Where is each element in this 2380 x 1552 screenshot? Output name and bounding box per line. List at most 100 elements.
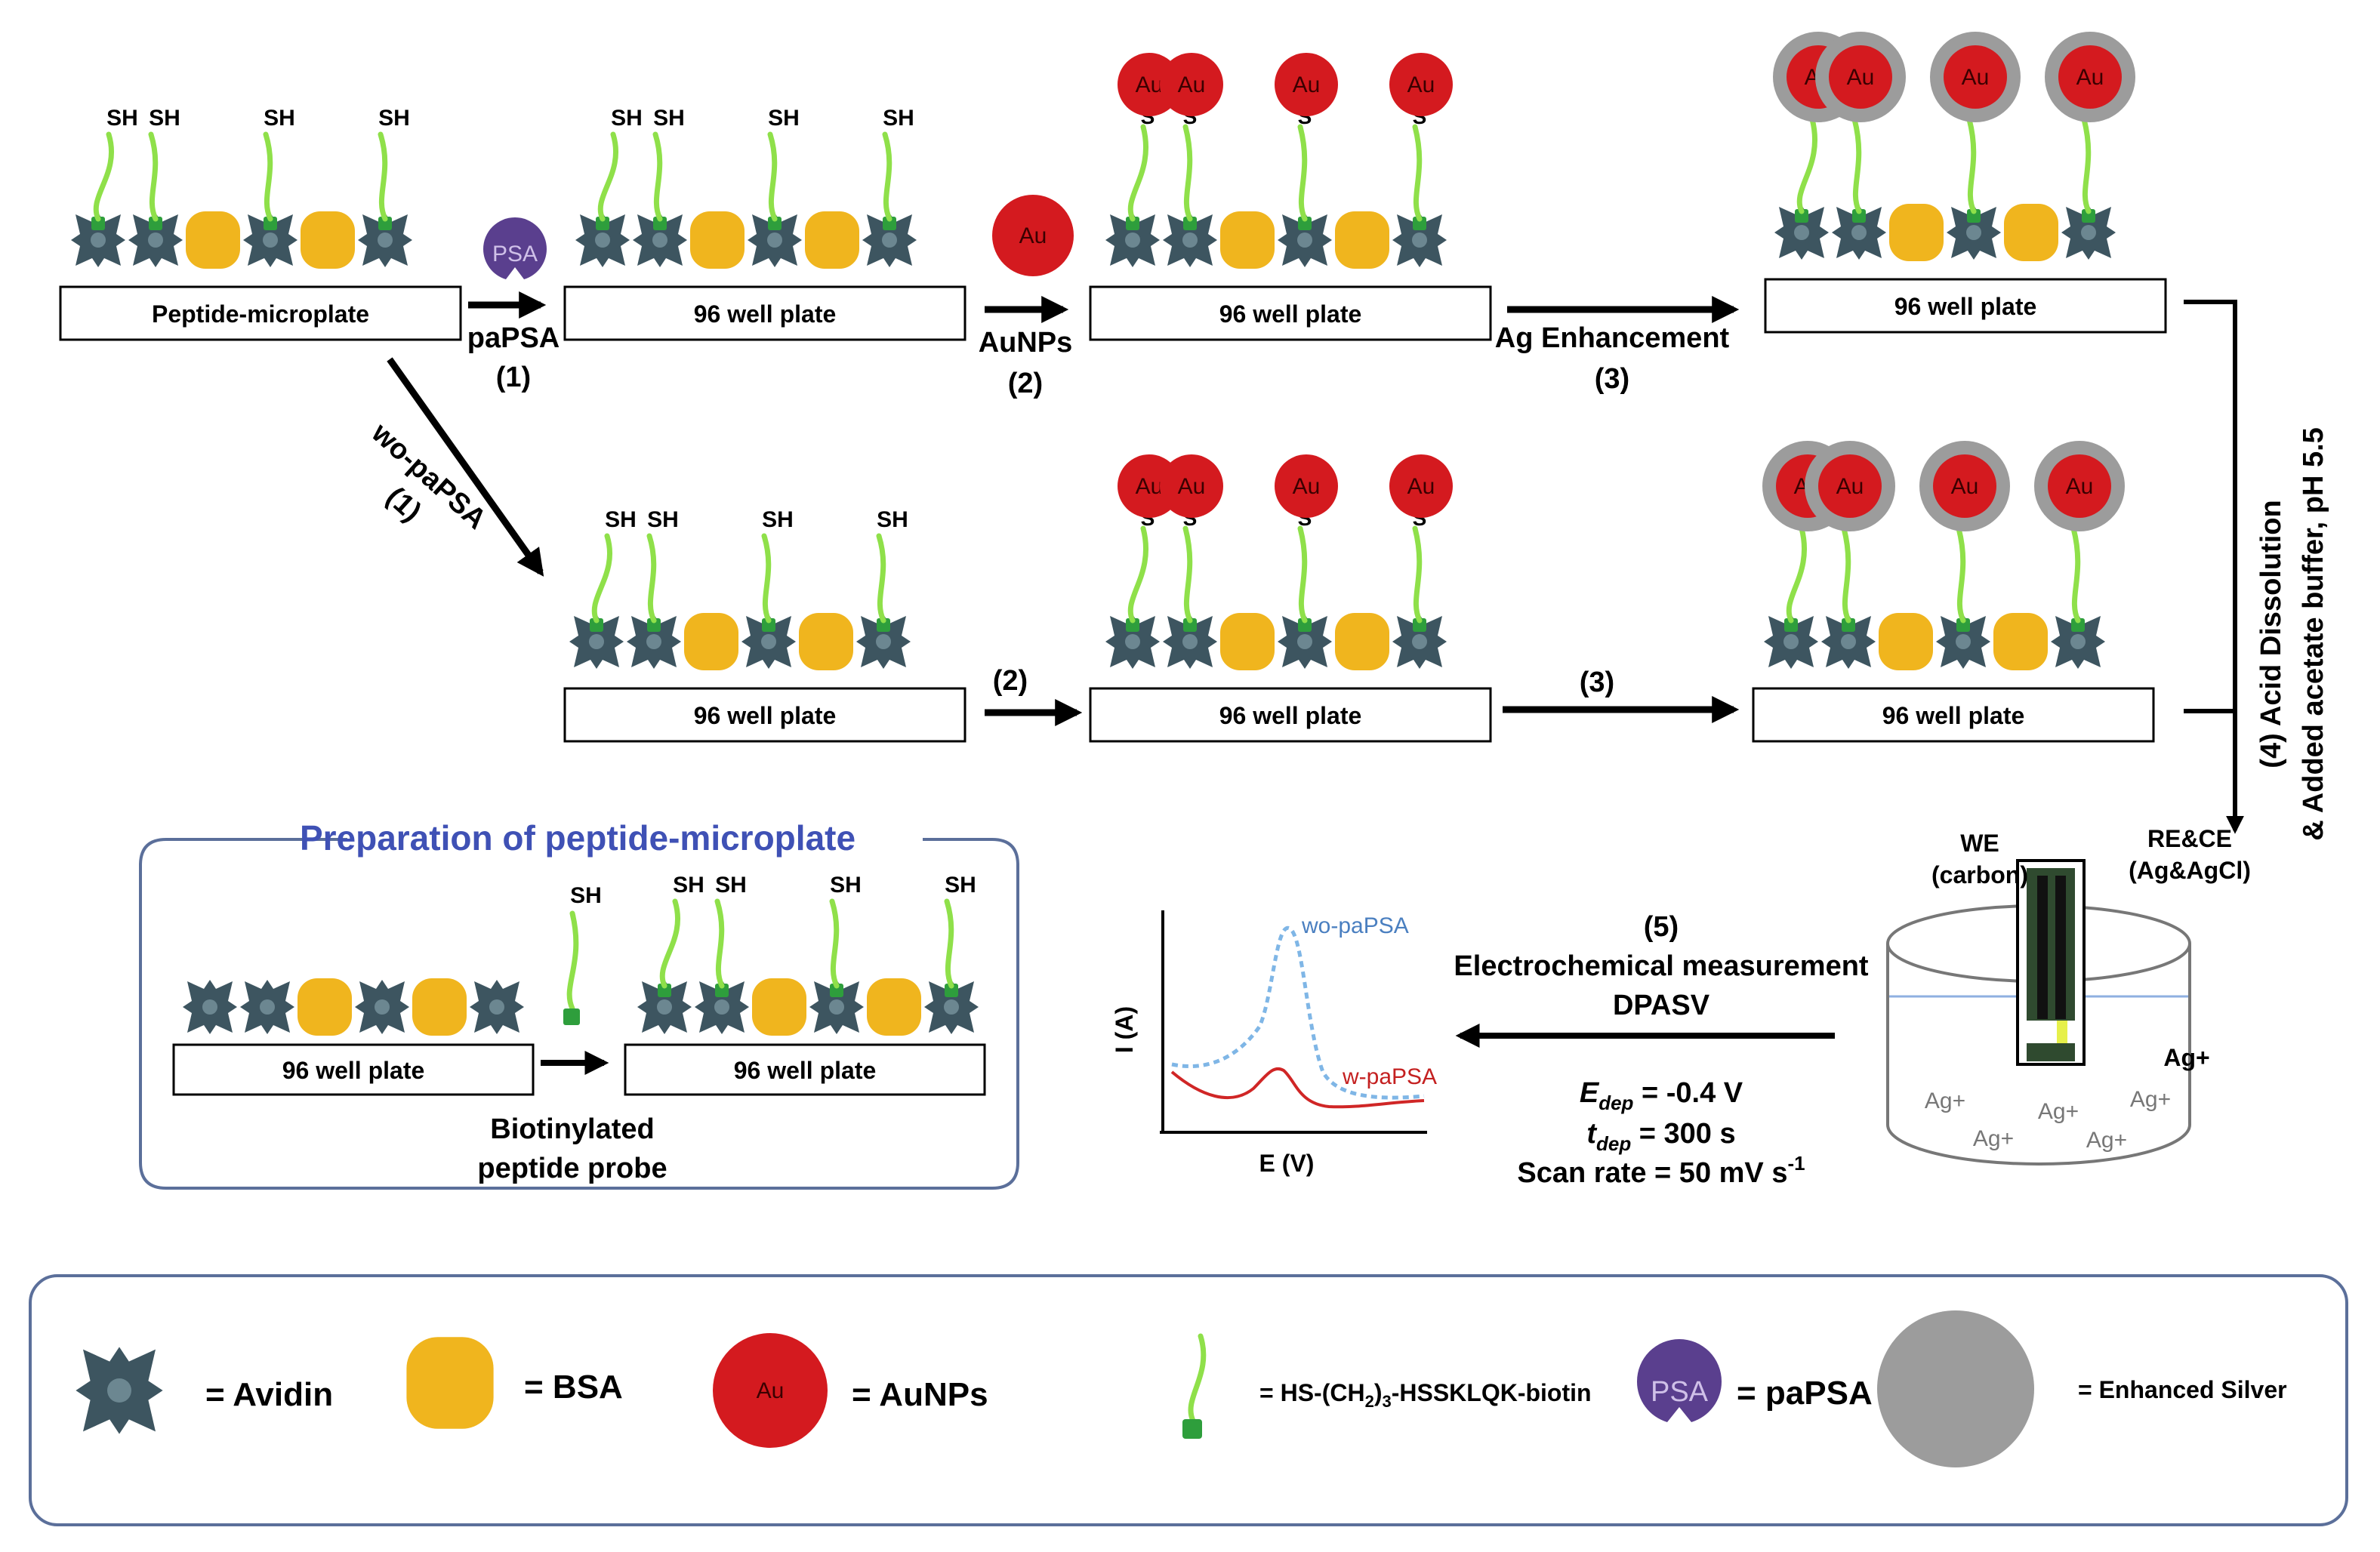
well-plate-label: 96 well plate <box>1882 702 2025 729</box>
step2-number: (2) <box>1008 368 1043 399</box>
peptide-strand <box>1127 525 1149 624</box>
biotin-icon <box>264 217 277 230</box>
legend-bsa-label: = BSA <box>524 1369 623 1406</box>
biotin-icon <box>658 984 671 997</box>
peptide-strand <box>1182 124 1193 222</box>
gold-nanoparticle <box>992 195 1074 276</box>
avidin-icon <box>1392 213 1447 267</box>
sh-group-label: SH <box>883 106 914 131</box>
avidin-center <box>589 634 604 649</box>
gold-nanoparticle <box>2048 454 2111 518</box>
biotin-icon <box>1956 618 1970 632</box>
peptide-strand <box>652 131 663 222</box>
avidin-icon <box>1278 614 1332 669</box>
biotin-icon <box>762 618 775 632</box>
avidin-center <box>2070 634 2086 649</box>
branch-step3-number: (3) <box>1580 667 1614 698</box>
bsa-icon <box>1879 613 1933 670</box>
bsa-icon <box>186 211 240 269</box>
peptide-strand <box>1412 124 1423 222</box>
avidin-icon <box>809 980 864 1034</box>
legend-biotin <box>1182 1419 1202 1439</box>
legend-silver-icon <box>1877 1310 2034 1467</box>
avidin-center <box>202 999 217 1015</box>
peptide-strand <box>714 898 725 989</box>
ag-ion-label: Ag+ <box>2038 1099 2079 1124</box>
gold-nanoparticle <box>1389 53 1453 116</box>
papsa-icon <box>483 217 547 279</box>
branch-step2-number: (2) <box>993 665 1028 697</box>
sh-group-label: SH <box>715 873 747 898</box>
peptide-strand <box>591 533 613 624</box>
avidin-center <box>91 232 106 248</box>
bsa-icon <box>684 613 738 670</box>
gold-nanoparticle <box>1160 454 1223 518</box>
avidin-icon <box>575 213 630 267</box>
gold-nanoparticle <box>1944 45 2007 109</box>
gold-nanoparticle <box>1160 53 1223 116</box>
avidin-center <box>2081 225 2096 240</box>
arrow-wo-papsa <box>387 357 544 577</box>
well-plate-label: 96 well plate <box>694 300 837 328</box>
avidin-center <box>652 232 667 248</box>
avidin-icon <box>243 213 298 267</box>
legend-silver-label: = Enhanced Silver <box>2078 1376 2287 1403</box>
step4-connector-top <box>2184 300 2237 820</box>
au-label: Au <box>1019 223 1047 248</box>
avidin-icon <box>1278 213 1332 267</box>
prep-title: Preparation of peptide-microplate <box>300 818 856 858</box>
avidin-center <box>1783 634 1799 649</box>
peptide-strand <box>93 131 115 222</box>
legend-papsa-label: = paPSA <box>1737 1375 1873 1412</box>
we-sub-label: (carbon) <box>1931 861 2028 888</box>
avidin-center <box>1794 225 1809 240</box>
biotin-icon <box>1967 209 1981 223</box>
peptide-strand <box>378 131 388 222</box>
gold-nanoparticle <box>1818 454 1882 518</box>
electrode-tip <box>2057 1021 2067 1043</box>
ag-ion-label: Ag+ <box>1973 1126 2014 1151</box>
avidin-icon <box>1392 614 1447 669</box>
free-probe-biotin <box>563 1008 580 1025</box>
avidin-center <box>375 999 390 1015</box>
biotin-icon <box>1413 217 1426 230</box>
gold-nanoparticle <box>2058 45 2122 109</box>
peptide-strand <box>597 131 619 222</box>
biotin-icon <box>768 217 782 230</box>
avidin-icon <box>2051 614 2105 669</box>
au-label: Au <box>1136 474 1164 499</box>
peptide-strand <box>148 131 159 222</box>
avidin-icon <box>1105 213 1160 267</box>
gold-nanoparticle <box>713 1333 828 1448</box>
gold-nanoparticle <box>1275 454 1338 518</box>
avidin-center <box>1412 232 1427 248</box>
peptide-strand <box>876 533 886 624</box>
deposition-potential: Edep = -0.4 V <box>1580 1077 1743 1114</box>
well-plate-label: Peptide-microplate <box>152 300 369 328</box>
bsa-icon <box>799 613 853 670</box>
au-label: Au <box>1407 72 1435 97</box>
voltammogram-ylabel: I (A) <box>1111 1006 1138 1053</box>
avidin-icon <box>695 980 749 1034</box>
avidin-icon <box>748 213 802 267</box>
biotin-icon <box>877 618 890 632</box>
peptide-strand <box>646 533 657 624</box>
peptide-strand <box>882 131 892 222</box>
peptide-strand <box>761 533 772 624</box>
avidin-icon <box>1163 614 1217 669</box>
avidin-icon <box>470 980 524 1034</box>
biotin-icon <box>653 217 667 230</box>
biotin-icon <box>1784 618 1798 632</box>
avidin-center <box>714 999 729 1015</box>
step4-label-line1: (4) Acid Dissolution <box>2255 500 2287 768</box>
sh-group-label: SH <box>106 106 138 131</box>
avidin-center <box>1182 232 1198 248</box>
sh-group-label: SH <box>673 873 704 898</box>
well-plate-wo-aunps <box>1089 687 1492 743</box>
free-peptide-probe <box>566 910 579 1012</box>
sh-group-label: SH <box>264 106 295 131</box>
peptide-strand <box>263 131 273 222</box>
avidin-center <box>876 634 891 649</box>
well-plate-label: 96 well plate <box>1219 300 1362 328</box>
bsa-icon <box>412 978 467 1036</box>
